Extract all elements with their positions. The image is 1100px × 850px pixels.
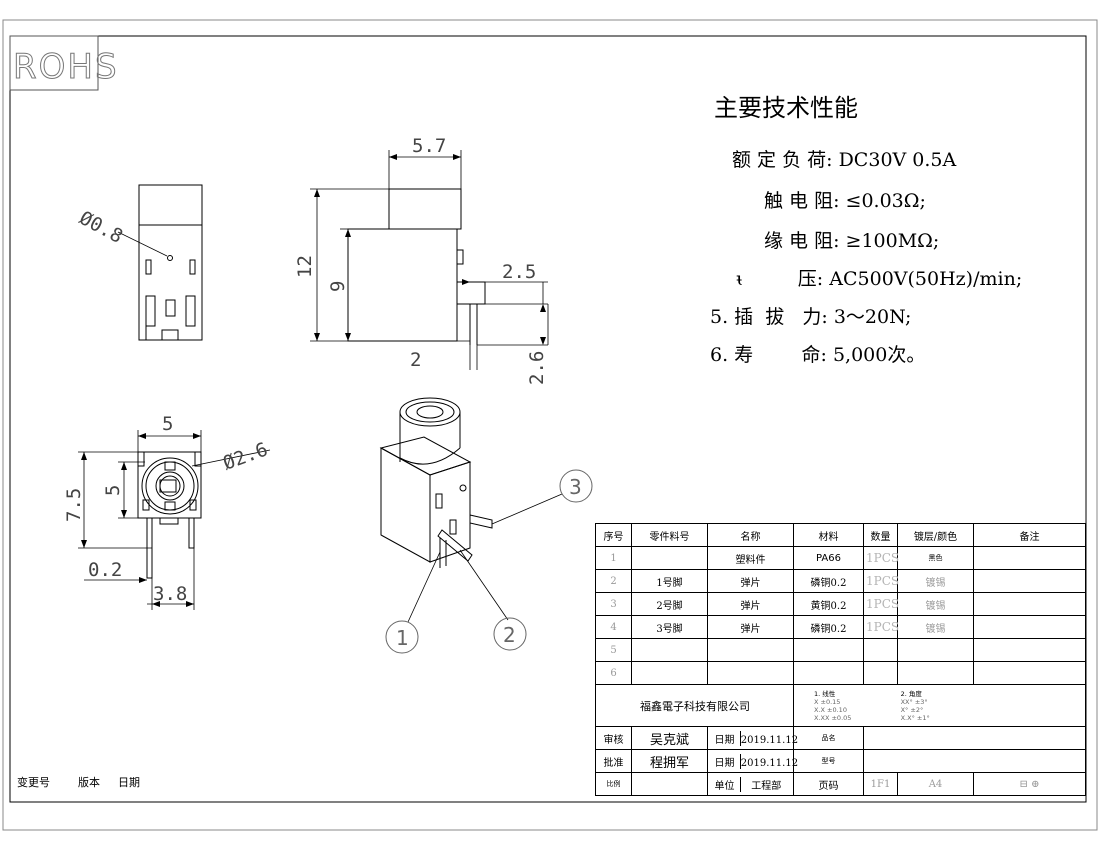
dim-d8: 7.5 bbox=[63, 488, 85, 522]
bom-header-row: 序号 零件料号 名称 材料 数量 镀层/颜色 备注 bbox=[595, 523, 1086, 547]
spec-title: 主要技术性能 bbox=[714, 94, 858, 122]
side-view-dimensions bbox=[310, 150, 549, 370]
outer-frame bbox=[2, 19, 1098, 831]
bom-row: 1 塑料件 PA66 1PCS 黑色 bbox=[595, 546, 1086, 570]
projection-symbol: ⊟ ⊕ bbox=[973, 772, 1086, 796]
bom-table: 序号 零件料号 名称 材料 数量 镀层/颜色 备注 1 塑料件 PA66 1PC… bbox=[595, 523, 1086, 796]
spec-item-contact-resistance: 触 电 阻: ≤0.03Ω; bbox=[764, 190, 926, 212]
header-seq: 序号 bbox=[595, 523, 632, 547]
side-view-arrows bbox=[314, 154, 546, 345]
title-block-company-row: 福鑫電子科技有限公司 1. 线性 X ±0.15 X.X ±0.10 X.XX … bbox=[595, 684, 1086, 727]
header-plating: 镀层/颜色 bbox=[897, 523, 974, 547]
title-block-scale-row: 比例 单位工程部 页码 1F1 A4 ⊟ ⊕ bbox=[595, 772, 1086, 796]
header-remarks: 备注 bbox=[973, 523, 1086, 547]
bom-row: 4 3号脚 弹片 磷铜0.2 1PCS 镀锡 bbox=[595, 615, 1086, 639]
header-name: 名称 bbox=[707, 523, 794, 547]
dim-phi1: Ø0.8 bbox=[76, 207, 127, 248]
top-view-arrows bbox=[81, 433, 201, 607]
bom-row: 5 bbox=[595, 638, 1086, 662]
header-qty: 数量 bbox=[863, 523, 898, 547]
rohs-badge-box bbox=[9, 35, 99, 91]
top-view-dimensions bbox=[78, 430, 271, 610]
isometric-view bbox=[379, 397, 493, 568]
revision-change-no: 变更号 bbox=[17, 776, 50, 789]
svg-text:1: 1 bbox=[396, 626, 409, 650]
spec-item-voltage: ᵼ 压: AC500V(50Hz)/min; bbox=[736, 268, 1023, 290]
dim-d7: 5 bbox=[162, 413, 173, 435]
callout-3: 3 bbox=[559, 469, 593, 503]
dim-d5: 2 bbox=[410, 349, 421, 371]
dim-d10: 0.2 bbox=[88, 559, 122, 581]
approver-name: 程拥军 bbox=[631, 749, 708, 773]
svg-text:3: 3 bbox=[569, 475, 582, 499]
dim-d11: 3.8 bbox=[153, 583, 187, 605]
callout-1: 1 bbox=[385, 620, 419, 654]
dim-d4: 2.5 bbox=[502, 261, 536, 283]
rohs-badge-text: ROHS bbox=[13, 47, 119, 87]
paper-size: A4 bbox=[897, 772, 974, 796]
dim-d2: 12 bbox=[294, 255, 316, 278]
reviewer-name: 吴克斌 bbox=[631, 726, 708, 750]
spec-item-lifetime: 6. 寿 命: 5,000次。 bbox=[710, 344, 926, 366]
bom-row: 3 2号脚 弹片 黄铜0.2 1PCS 镀锡 bbox=[595, 592, 1086, 616]
tolerance-block: 1. 线性 X ±0.15 X.X ±0.10 X.XX ±0.05 2. 角度… bbox=[793, 684, 1086, 727]
top-view bbox=[137, 451, 202, 579]
bom-row: 2 1号脚 弹片 磷铜0.2 1PCS 镀锡 bbox=[595, 569, 1086, 593]
front-view bbox=[138, 184, 203, 341]
dim-phi2: Ø2.6 bbox=[220, 438, 271, 474]
callout-2: 2 bbox=[493, 617, 527, 651]
dim-d6: 2.6 bbox=[526, 351, 548, 385]
spec-item-insertion-force: 5. 插 拔 力: 3〜20N; bbox=[710, 306, 912, 328]
svg-text:2: 2 bbox=[503, 623, 516, 647]
spec-item-insulation-resistance: 缘 电 阻: ≥100MΩ; bbox=[764, 230, 940, 252]
side-view bbox=[347, 188, 486, 345]
dim-d1: 5.7 bbox=[412, 135, 446, 157]
dim-d3: 9 bbox=[327, 281, 349, 292]
revision-version: 版本 bbox=[78, 776, 100, 789]
page-number: 1F1 bbox=[863, 772, 898, 796]
revision-date: 日期 bbox=[118, 776, 140, 789]
bom-row: 6 bbox=[595, 661, 1086, 685]
header-material: 材料 bbox=[793, 523, 864, 547]
callout-leaders bbox=[407, 493, 563, 623]
company-name: 福鑫電子科技有限公司 bbox=[595, 684, 794, 727]
inner-frame bbox=[9, 35, 1087, 803]
header-part-no: 零件料号 bbox=[631, 523, 708, 547]
spec-item-load: 额 定 负 荷: DC30V 0.5A bbox=[732, 149, 957, 171]
dim-d9: 5 bbox=[102, 485, 124, 496]
